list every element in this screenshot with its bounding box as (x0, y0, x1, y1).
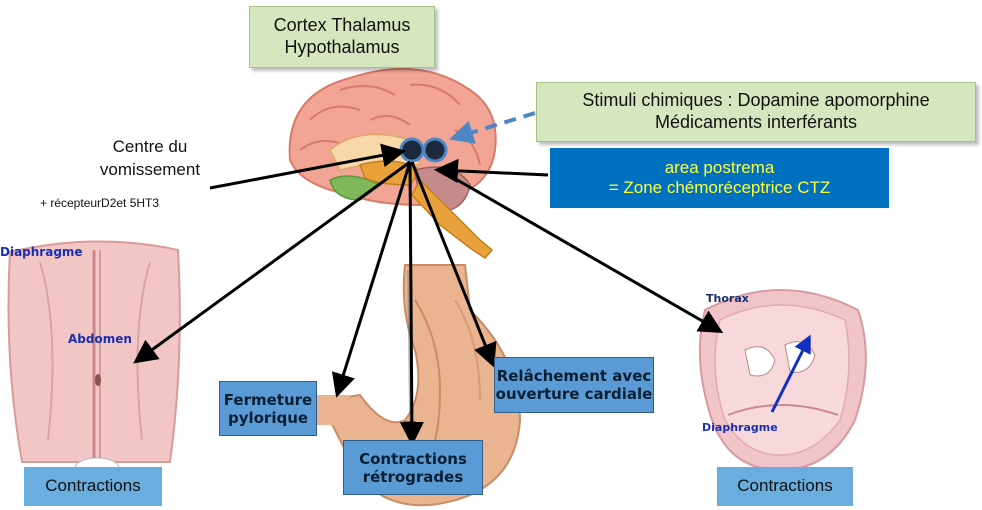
ctz-line1: area postrema (664, 157, 775, 177)
brain-areas-box: Cortex Thalamus Hypothalamus (249, 6, 435, 68)
stimuli-line1: Stimuli chimiques : Dopamine apomorphine (582, 90, 930, 111)
cardial-line1: Relâchement avec (496, 367, 652, 385)
pyloric-line1: Fermeture (223, 390, 313, 409)
thorax-diaphragm-label: Diaphragme (702, 421, 778, 434)
pyloric-closure-label: Fermeture pylorique (219, 381, 317, 436)
ctz-box: area postrema = Zone chémoréceptrice CTZ (550, 148, 889, 208)
stimuli-arrow (449, 111, 536, 144)
brain-areas-line1: Cortex Thalamus (273, 15, 411, 36)
stimuli-box: Stimuli chimiques : Dopamine apomorphine… (536, 82, 976, 142)
vomiting-center-label: Centre du vomissement (70, 136, 230, 182)
thorax-contractions-text: Contractions (737, 476, 833, 496)
cardial-relaxation-label: Relâchement avec ouverture cardiale (494, 357, 654, 413)
abdomen-illustration (0, 240, 186, 479)
thorax-illustration (698, 289, 867, 472)
abdomen-contractions-caption: Contractions (24, 467, 162, 506)
connection-arrows (133, 143, 724, 446)
abdomen-diaphragm-label: Diaphragme (0, 245, 83, 259)
retrograde-contractions-label: Contractions rétrogrades (343, 440, 483, 495)
pyloric-line2: pylorique (227, 408, 309, 427)
ctz-line2: = Zone chémoréceptrice CTZ (608, 178, 831, 197)
brain-areas-line2: Hypothalamus (284, 37, 400, 57)
abdomen-label: Abdomen (68, 332, 132, 346)
thorax-contractions-caption: Contractions (717, 467, 853, 506)
center-node-right (422, 137, 448, 163)
cardial-line2: ouverture cardiale (495, 385, 653, 403)
retrograde-line1: Contractions (359, 449, 467, 468)
center-node-left (399, 137, 425, 163)
vomiting-center-line1: Centre du (112, 137, 188, 156)
stimuli-line2: Médicaments interférants (654, 112, 858, 132)
brain-illustration (288, 67, 497, 259)
vomiting-center-line2: vomissement (99, 159, 201, 179)
retrograde-line2: rétrogrades (362, 467, 464, 486)
receptor-label: + récepteurD2et 5HT3 (40, 196, 160, 210)
abdomen-contractions-text: Contractions (45, 476, 141, 496)
thorax-label: Thorax (706, 292, 749, 305)
